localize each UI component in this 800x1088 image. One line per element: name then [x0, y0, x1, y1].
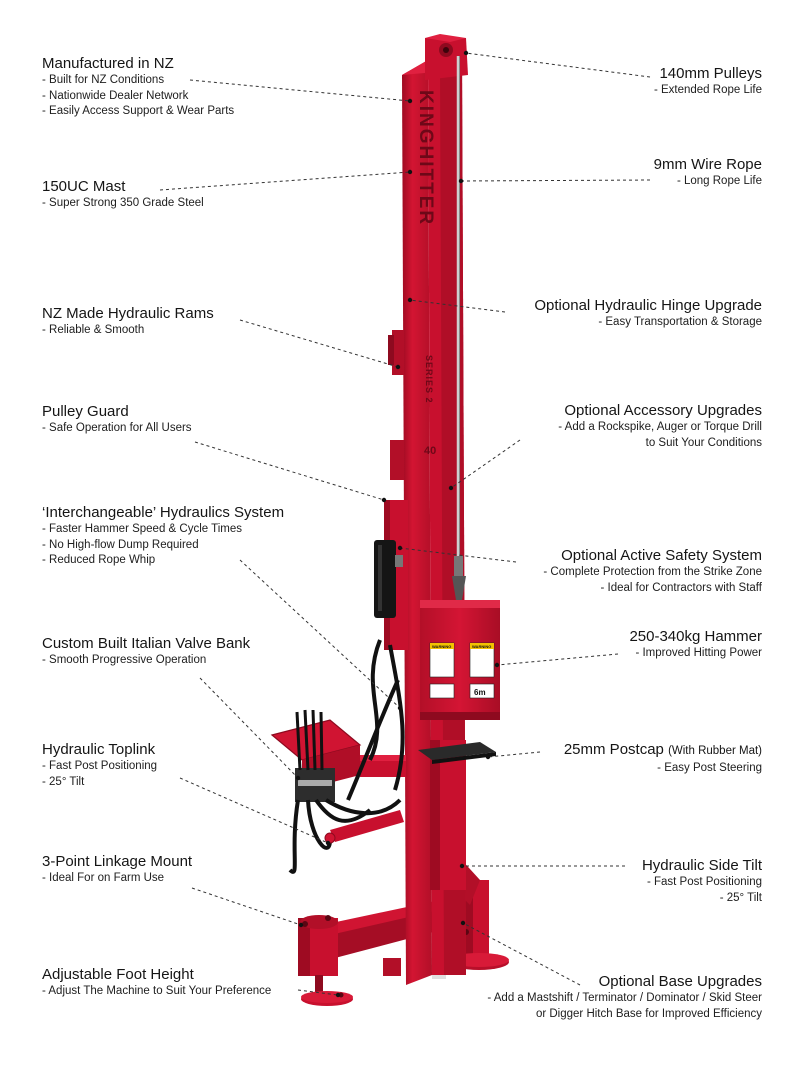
- callout-hydraulic-rams: NZ Made Hydraulic Rams - Reliable & Smoo…: [42, 304, 382, 339]
- callout-line: - Add a Rockspike, Auger or Torque Drill: [558, 421, 762, 433]
- mast-series-text: SERIES 2: [424, 355, 434, 404]
- callout-line: - Fast Post Positioning: [42, 760, 158, 772]
- callout-line: - Easily Access Support & Wear Parts: [42, 105, 235, 117]
- callout-interchangeable-hydraulics: ‘Interchangeable’ Hydraulics System - Fa…: [42, 503, 382, 569]
- callout-active-safety: Optional Active Safety System - Complete…: [422, 546, 762, 596]
- callout-line: - Nationwide Dealer Network: [42, 89, 189, 102]
- callout-title: Adjustable Foot Height: [42, 966, 194, 983]
- hammer-warning-right: WARNING: [472, 644, 491, 649]
- callout-adjustable-foot-height: Adjustable Foot Height - Adjust The Mach…: [42, 965, 382, 1000]
- callout-title-note: (With Rubber Mat): [668, 745, 762, 757]
- callout-line: - Built for NZ Conditions: [42, 74, 165, 86]
- callout-line: - Long Rope Life: [676, 175, 762, 187]
- hammer: WARNING 6m WARNING 6m: [420, 600, 500, 720]
- callout-base-upgrades: Optional Base Upgrades - Add a Mastshift…: [422, 972, 762, 1022]
- callout-line: - Fast Post Positioning: [646, 876, 762, 888]
- callout-title: ‘Interchangeable’ Hydraulics System: [42, 504, 285, 521]
- callout-line: - Super Strong 350 Grade Steel: [42, 197, 204, 209]
- callout-title: 25mm Postcap (With Rubber Mat): [422, 740, 762, 761]
- callout-line: - Reliable & Smooth: [42, 324, 145, 336]
- callout-title: Custom Built Italian Valve Bank: [42, 635, 251, 652]
- callout-postcap: 25mm Postcap (With Rubber Mat) - Easy Po…: [422, 740, 762, 777]
- callout-line: - Ideal For on Farm Use: [42, 872, 165, 884]
- callout-manufactured-in-nz: Manufactured in NZ - Built for NZ Condit…: [42, 54, 382, 120]
- callout-line: - Easy Transportation & Storage: [598, 316, 762, 328]
- callout-line: - Complete Protection from the Strike Zo…: [543, 566, 762, 578]
- callout-accessory-upgrades: Optional Accessory Upgrades - Add a Rock…: [422, 401, 762, 451]
- callout-line: - Add a Mastshift / Terminator / Dominat…: [487, 992, 762, 1004]
- hammer-warning-left: WARNING: [432, 644, 451, 649]
- callout-line: or Digger Hitch Base for Improved Effici…: [535, 1007, 762, 1020]
- callout-9mm-wire-rope: 9mm Wire Rope - Long Rope Life: [422, 155, 762, 190]
- callout-title: Hydraulic Side Tilt: [641, 857, 762, 874]
- mast-brand-text: KINGHITTER: [415, 90, 436, 226]
- callout-title: 140mm Pulleys: [659, 65, 762, 82]
- callout-pulley-guard: Pulley Guard - Safe Operation for All Us…: [42, 402, 382, 437]
- callout-line: - No High-flow Dump Required: [42, 538, 199, 551]
- callout-line: - 25° Tilt: [42, 775, 85, 788]
- callout-150uc-mast: 150UC Mast - Super Strong 350 Grade Stee…: [42, 177, 382, 212]
- callout-hammer: 250-340kg Hammer - Improved Hitting Powe…: [422, 627, 762, 662]
- callout-line: - Safe Operation for All Users: [42, 422, 192, 434]
- callout-line: - Adjust The Machine to Suit Your Prefer…: [42, 985, 272, 997]
- callout-hydraulic-side-tilt: Hydraulic Side Tilt - Fast Post Position…: [422, 856, 762, 906]
- callout-line: to Suit Your Conditions: [645, 436, 762, 449]
- callout-140mm-pulleys: 140mm Pulleys - Extended Rope Life: [422, 64, 762, 99]
- callout-title: 3-Point Linkage Mount: [42, 853, 193, 870]
- callout-title: 9mm Wire Rope: [653, 156, 762, 173]
- callout-title: Optional Active Safety System: [561, 547, 762, 564]
- callout-line: - 25° Tilt: [719, 891, 762, 904]
- callout-line: - Reduced Rope Whip: [42, 554, 156, 566]
- callout-line: - Ideal for Contractors with Staff: [600, 581, 763, 594]
- callout-hydraulic-hinge: Optional Hydraulic Hinge Upgrade - Easy …: [422, 296, 762, 331]
- callout-title: NZ Made Hydraulic Rams: [42, 305, 214, 322]
- callout-hydraulic-toplink: Hydraulic Toplink - Fast Post Positionin…: [42, 740, 382, 790]
- callout-title: Optional Accessory Upgrades: [564, 402, 762, 419]
- callout-line: - Easy Post Steering: [657, 762, 762, 774]
- hammer-distance-right: 6m: [474, 688, 486, 697]
- callout-title: Optional Hydraulic Hinge Upgrade: [534, 297, 762, 314]
- callout-title: Optional Base Upgrades: [598, 973, 762, 990]
- callout-title-main: 25mm Postcap: [563, 741, 664, 758]
- callout-line: - Extended Rope Life: [653, 84, 762, 96]
- callout-line: - Improved Hitting Power: [635, 647, 762, 659]
- callout-title: Pulley Guard: [42, 403, 129, 420]
- callout-title: Manufactured in NZ: [42, 55, 174, 72]
- callout-italian-valve-bank: Custom Built Italian Valve Bank - Smooth…: [42, 634, 382, 669]
- callout-title: Hydraulic Toplink: [42, 741, 156, 758]
- mast-model-badge: 40: [424, 445, 436, 457]
- callout-title: 150UC Mast: [42, 178, 126, 195]
- callout-3-point-linkage: 3-Point Linkage Mount - Ideal For on Far…: [42, 852, 382, 887]
- callout-title: 250-340kg Hammer: [629, 628, 762, 645]
- callout-line: - Smooth Progressive Operation: [42, 654, 207, 666]
- callout-line: - Faster Hammer Speed & Cycle Times: [42, 523, 243, 535]
